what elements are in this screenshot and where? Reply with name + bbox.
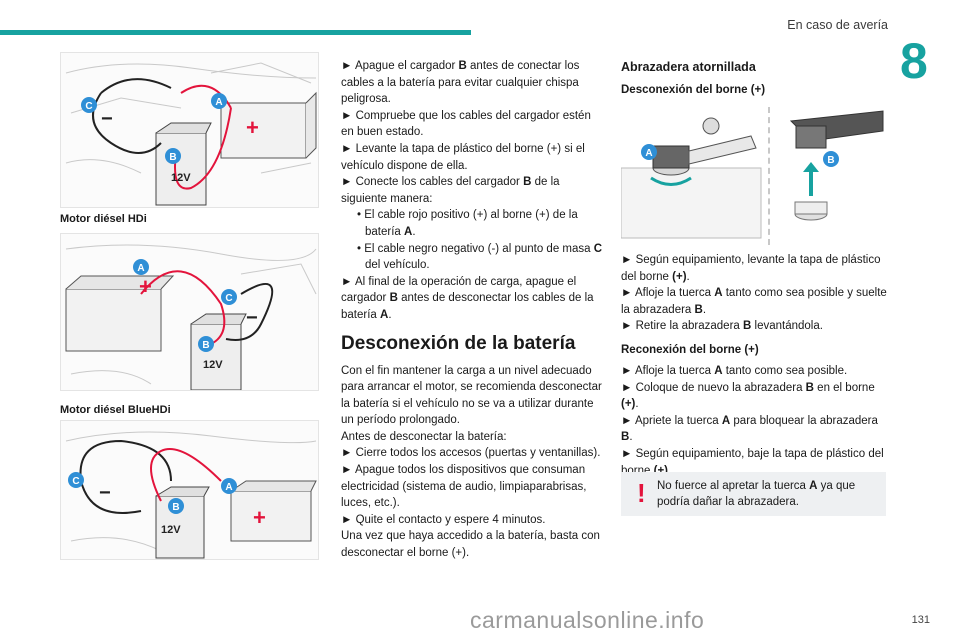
step-loosen-nut: ► Afloje la tuerca A tanto como sea posi…: [621, 287, 887, 316]
svg-text:+: +: [253, 505, 266, 530]
step-lift-cover: ► Levante la tapa de plástico del borne …: [341, 142, 585, 172]
before-text: Antes de desconectar la batería:: [341, 430, 507, 443]
heading-reconnect-terminal: Reconexión del borne (+): [621, 343, 759, 356]
svg-text:−: −: [99, 482, 111, 504]
step-connect-cables: ► Conecte los cables del cargador B de l…: [341, 176, 560, 205]
svg-text:+: +: [139, 274, 152, 299]
figure-charger-bluehdi: + − C A B 12V: [60, 420, 319, 560]
step-end-charge: ► Al final de la operación de carga, apa…: [341, 275, 594, 321]
warning-text: No fuerce al apretar la tuerca A ya que …: [657, 480, 856, 508]
step-lift-plastic-cover: ► Según equipamiento, levante la tapa de…: [621, 254, 881, 283]
section-title: En caso de avería: [787, 18, 888, 32]
chapter-number: 8: [900, 33, 928, 89]
figure-charger-petrol: + − C A B 12V: [60, 52, 319, 208]
step-check-cables: ► Compruebe que los cables del cargador …: [341, 109, 591, 139]
heading-clamp: Abrazadera atornillada: [621, 60, 756, 74]
figure-clamp: A B: [620, 106, 886, 246]
watermark: carmanualsonline.info: [470, 607, 705, 633]
step-loosen-nut-again: ► Afloje la tuerca A tanto como sea posi…: [621, 364, 848, 377]
heading-battery-disconnection: Desconexión de la batería: [341, 332, 576, 354]
step-close-accesses: ► Cierre todos los accesos (puertas y ve…: [341, 447, 601, 460]
step-ignition-off: ► Quite el contacto y espere 4 minutos.: [341, 513, 546, 526]
substep-red-cable: • El cable rojo positivo (+) al borne (+…: [357, 209, 578, 238]
step-refit-clamp: ► Coloque de nuevo la abrazadera B en el…: [621, 381, 875, 411]
header-accent-bar: [0, 30, 471, 35]
step-tighten-nut: ► Apriete la tuerca A para bloquear la a…: [621, 414, 878, 444]
figure-divider: [768, 107, 770, 245]
warning-icon: !: [637, 478, 646, 508]
figure-charger-hdi: + − A C B 12V: [60, 233, 319, 391]
step-switch-off-devices: ► Apague todos los dispositivos que cons…: [341, 464, 587, 510]
heading-disconnect-terminal: Desconexión del borne (+): [621, 84, 766, 96]
step-switch-off-charger: ► Apague el cargador B antes de conectar…: [341, 60, 580, 106]
svg-text:−: −: [101, 108, 113, 130]
warning-box: ! No fuerce al apretar la tuerca A ya qu…: [621, 472, 886, 516]
svg-text:+: +: [246, 115, 259, 140]
middle-column: ► Apague el cargador B antes de conectar…: [341, 58, 606, 562]
page-number: 131: [911, 614, 930, 626]
right-column-steps: ► Según equipamiento, levante la tapa de…: [621, 252, 887, 479]
caption-bluehdi: Motor diésel BlueHDi: [60, 404, 171, 416]
substep-black-cable: • El cable negro negativo (-) al punto d…: [357, 242, 603, 272]
step-remove-clamp: ► Retire la abrazadera B levantándola.: [621, 320, 823, 333]
caption-hdi: Motor diésel HDi: [60, 213, 147, 225]
svg-text:−: −: [246, 307, 258, 329]
after-text: Una vez que haya accedido a la batería, …: [341, 530, 600, 560]
intro-text: Con el fin mantener la carga a un nivel …: [341, 364, 602, 427]
